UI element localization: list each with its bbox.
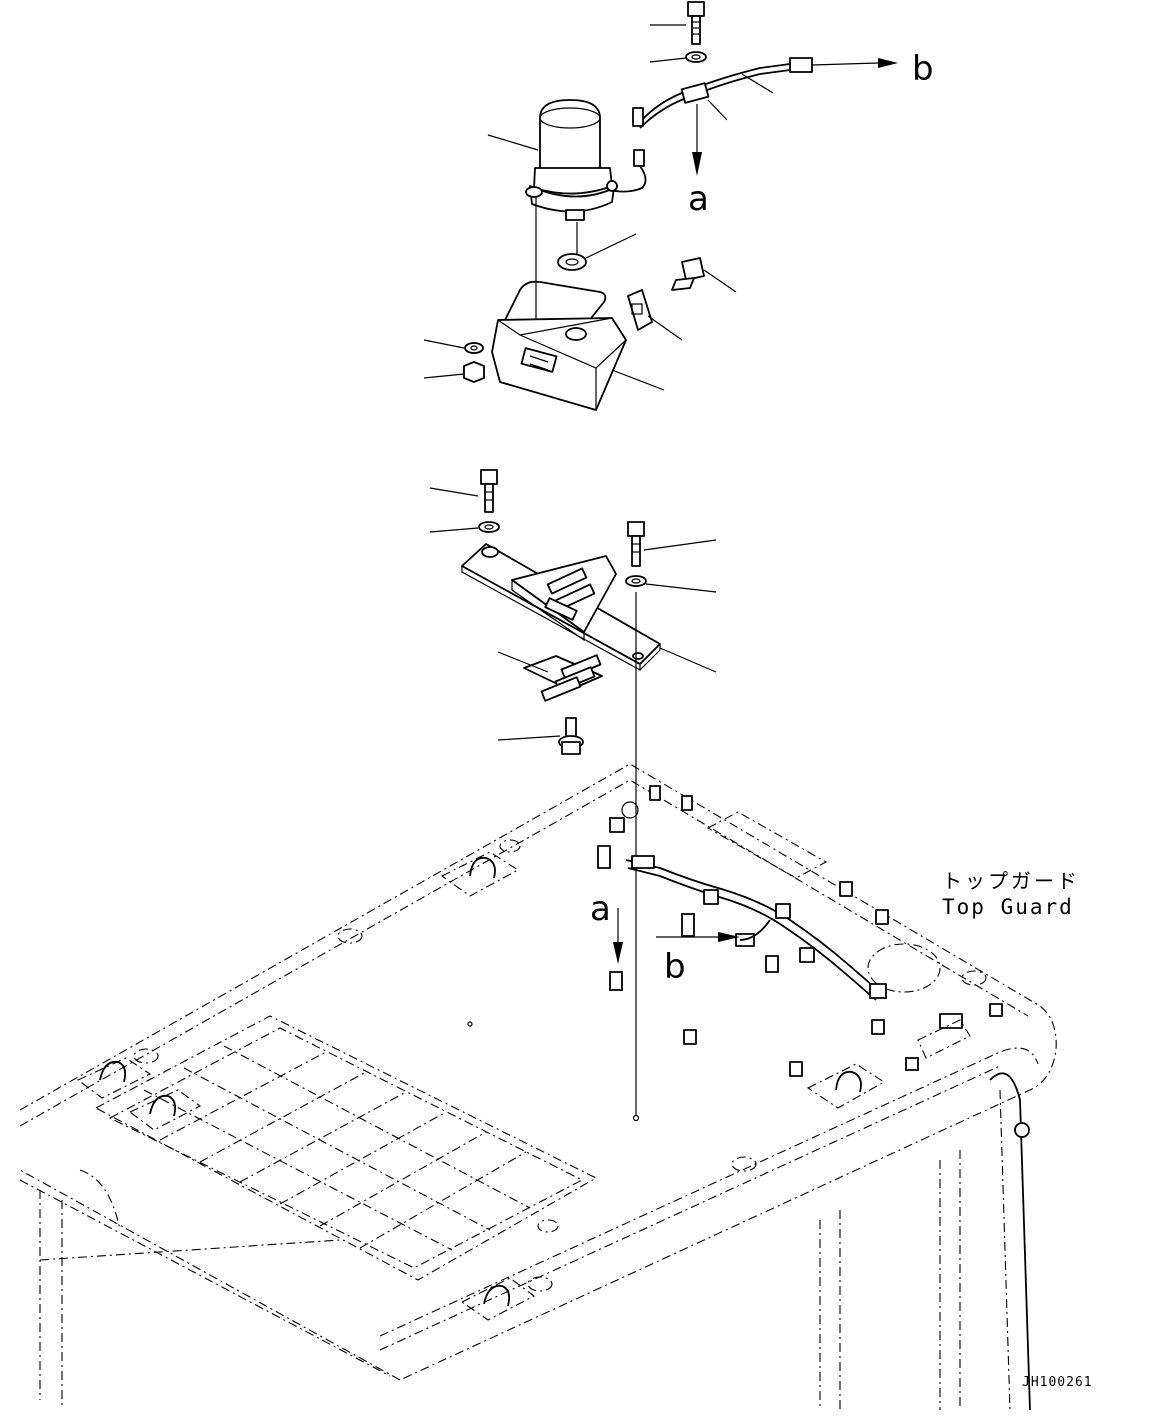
plate-washer-right xyxy=(625,575,717,593)
top-bolt xyxy=(650,1,705,45)
plate-bolt-left xyxy=(429,469,498,513)
rotating-warning-lamp xyxy=(487,99,618,330)
wire-harness-top xyxy=(609,57,898,193)
lamp-bracket xyxy=(491,280,665,411)
drawing-code: JH100261 xyxy=(1022,1375,1093,1390)
grommet xyxy=(557,233,637,271)
part-name-japanese: トップガード xyxy=(942,869,1080,893)
connector-a-label-bottom: a xyxy=(590,889,611,929)
alignment-point xyxy=(632,1114,640,1122)
arrow-b-bottom xyxy=(656,932,740,942)
rubber-pad xyxy=(497,651,603,702)
top-washer xyxy=(649,51,707,63)
clamp-clip xyxy=(627,289,683,341)
pad-bolt xyxy=(497,717,584,755)
plate-bolt-right xyxy=(627,521,717,567)
connector-b-label-bottom: b xyxy=(664,947,686,987)
part-name-english: Top Guard xyxy=(942,895,1074,919)
lamp-washer xyxy=(423,339,484,354)
top-guard-roof xyxy=(19,763,1057,1411)
bracket-bolt xyxy=(671,257,737,293)
connector-b-label-top: a xyxy=(688,179,709,219)
lamp-nut xyxy=(423,361,485,383)
arrow-a-bottom xyxy=(613,908,623,964)
mounting-plate xyxy=(461,543,717,673)
connector-a-label-top: b xyxy=(912,49,934,89)
plate-washer-left xyxy=(429,521,500,533)
